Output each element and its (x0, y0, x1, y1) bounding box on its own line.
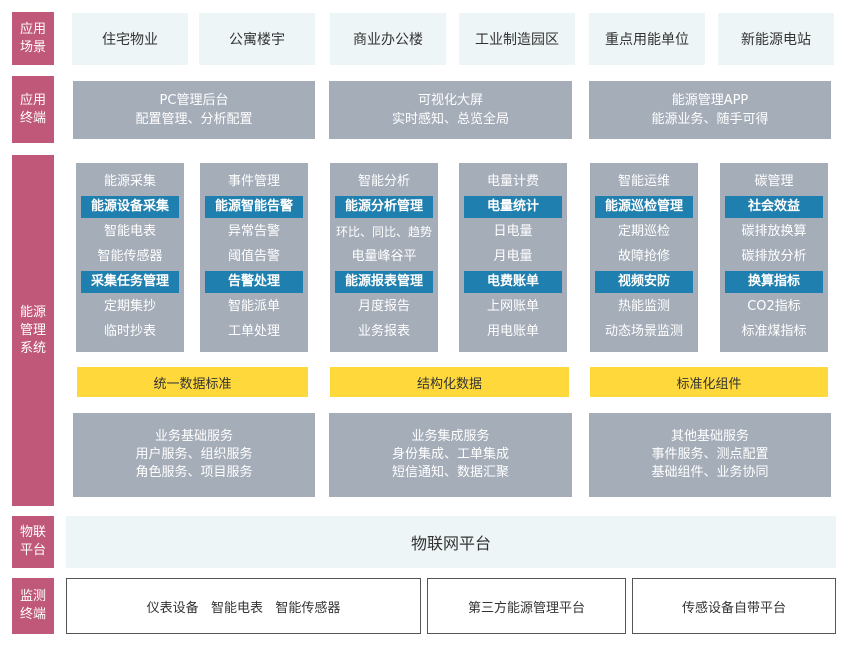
module-item-highlight: 电费账单 (464, 271, 562, 293)
terminal-desc: 能源业务、随手可得 (651, 112, 769, 127)
module-item: 智能派单 (227, 299, 280, 314)
service-line: 身份集成、工单集成 (391, 447, 509, 462)
module-item: 临时抄表 (103, 324, 156, 339)
service-title: 业务集成服务 (411, 429, 490, 444)
module-item: 电量计费 (486, 174, 539, 189)
module-item: 月电量 (493, 249, 533, 264)
module-item: 热能监测 (617, 299, 670, 314)
scene-industrial-park: 工业制造园区 (459, 13, 575, 65)
module-item: 能源采集 (103, 174, 156, 189)
module-smart-operations: 智能运维 能源巡检管理 定期巡检 故障抢修 视频安防 热能监测 动态场景监测 (590, 163, 698, 352)
module-item: 定期巡检 (617, 224, 670, 239)
module-carbon-management: 碳管理 社会效益 碳排放换算 碳排放分析 换算指标 CO2指标 标准煤指标 (720, 163, 828, 352)
module-item: 智能分析 (357, 174, 410, 189)
module-item-highlight: 社会效益 (725, 196, 823, 218)
service-other-basic: 其他基础服务 事件服务、测点配置 基础组件、业务协同 (589, 413, 831, 497)
service-line: 角色服务、项目服务 (135, 465, 253, 480)
module-item-highlight: 能源巡检管理 (595, 196, 693, 218)
module-electricity-billing: 电量计费 电量统计 日电量 月电量 电费账单 上网账单 用电账单 (459, 163, 567, 352)
module-item: 月度报告 (357, 299, 410, 314)
module-energy-collection: 能源采集 能源设备采集 智能电表 智能传感器 采集任务管理 定期集抄 临时抄表 (76, 163, 184, 352)
service-line: 用户服务、组织服务 (135, 447, 253, 462)
side-label-terminals: 应用终端 (12, 76, 54, 143)
device-third-party-platform: 第三方能源管理平台 (427, 578, 626, 634)
module-item: 阈值告警 (227, 249, 280, 264)
module-item: 标准煤指标 (741, 324, 807, 339)
module-item: 上网账单 (486, 299, 539, 314)
iot-platform: 物联网平台 (66, 516, 836, 568)
module-item: 业务报表 (357, 324, 410, 339)
terminal-desc: 配置管理、分析配置 (135, 112, 253, 127)
module-item: 日电量 (493, 224, 533, 239)
scene-apartment: 公寓楼宇 (199, 13, 315, 65)
module-item-highlight: 能源智能告警 (205, 196, 303, 218)
standard-components: 标准化组件 (590, 367, 828, 397)
terminal-desc: 实时感知、总览全局 (391, 112, 509, 127)
module-item-highlight: 采集任务管理 (81, 271, 179, 293)
side-label-scenes: 应用场景 (12, 12, 54, 65)
side-label-monitor: 监测终端 (12, 578, 54, 634)
module-item-highlight: 电量统计 (464, 196, 562, 218)
module-item: 碳排放分析 (741, 249, 807, 264)
module-event-management: 事件管理 能源智能告警 异常告警 阈值告警 告警处理 智能派单 工单处理 (200, 163, 308, 352)
service-line: 事件服务、测点配置 (651, 447, 769, 462)
side-label-iot: 物联平台 (12, 516, 54, 568)
terminal-title: 能源管理APP (671, 93, 749, 108)
scene-new-energy-station: 新能源电站 (718, 13, 834, 65)
module-item: 智能电表 (103, 224, 156, 239)
service-business-integration: 业务集成服务 身份集成、工单集成 短信通知、数据汇聚 (329, 413, 572, 497)
module-item-highlight: 能源分析管理 (335, 196, 433, 218)
module-item: 故障抢修 (617, 249, 670, 264)
terminal-pc-admin: PC管理后台 配置管理、分析配置 (73, 81, 315, 139)
device-sensor-platform: 传感设备自带平台 (632, 578, 836, 634)
scene-residential: 住宅物业 (72, 13, 188, 65)
module-item: 智能传感器 (97, 249, 163, 264)
module-item: 电量峰谷平 (351, 249, 417, 264)
module-smart-analysis: 智能分析 能源分析管理 环比、同比、趋势 电量峰谷平 能源报表管理 月度报告 业… (330, 163, 438, 352)
module-item-highlight: 告警处理 (205, 271, 303, 293)
terminal-title: 可视化大屏 (417, 93, 483, 108)
terminal-big-screen: 可视化大屏 实时感知、总览全局 (329, 81, 572, 139)
module-item-highlight: 换算指标 (725, 271, 823, 293)
module-item-highlight: 能源报表管理 (335, 271, 433, 293)
module-item: CO2指标 (747, 299, 801, 314)
terminal-title: PC管理后台 (159, 93, 229, 108)
module-item: 碳排放换算 (741, 224, 807, 239)
module-item: 动态场景监测 (604, 324, 683, 339)
scene-key-energy-unit: 重点用能单位 (589, 13, 705, 65)
service-line: 基础组件、业务协同 (651, 465, 769, 480)
module-item: 事件管理 (227, 174, 280, 189)
module-item: 用电账单 (486, 324, 539, 339)
module-item-highlight: 视频安防 (595, 271, 693, 293)
service-line: 短信通知、数据汇聚 (391, 465, 509, 480)
module-item: 工单处理 (227, 324, 280, 339)
module-item: 碳管理 (754, 174, 794, 189)
standard-structured-data: 结构化数据 (330, 367, 569, 397)
service-title: 其他基础服务 (670, 429, 749, 444)
standard-unified-data: 统一数据标准 (77, 367, 308, 397)
service-title: 业务基础服务 (154, 429, 233, 444)
module-item: 智能运维 (617, 174, 670, 189)
device-meters-sensors: 仪表设备 智能电表 智能传感器 (66, 578, 421, 634)
module-item: 定期集抄 (103, 299, 156, 314)
scene-office: 商业办公楼 (330, 13, 446, 65)
module-item-highlight: 能源设备采集 (81, 196, 179, 218)
module-item: 异常告警 (227, 224, 280, 239)
module-item: 环比、同比、趋势 (335, 225, 432, 239)
terminal-mobile-app: 能源管理APP 能源业务、随手可得 (589, 81, 831, 139)
service-business-basic: 业务基础服务 用户服务、组织服务 角色服务、项目服务 (73, 413, 315, 497)
side-label-system: 能源管理系统 (12, 155, 54, 506)
